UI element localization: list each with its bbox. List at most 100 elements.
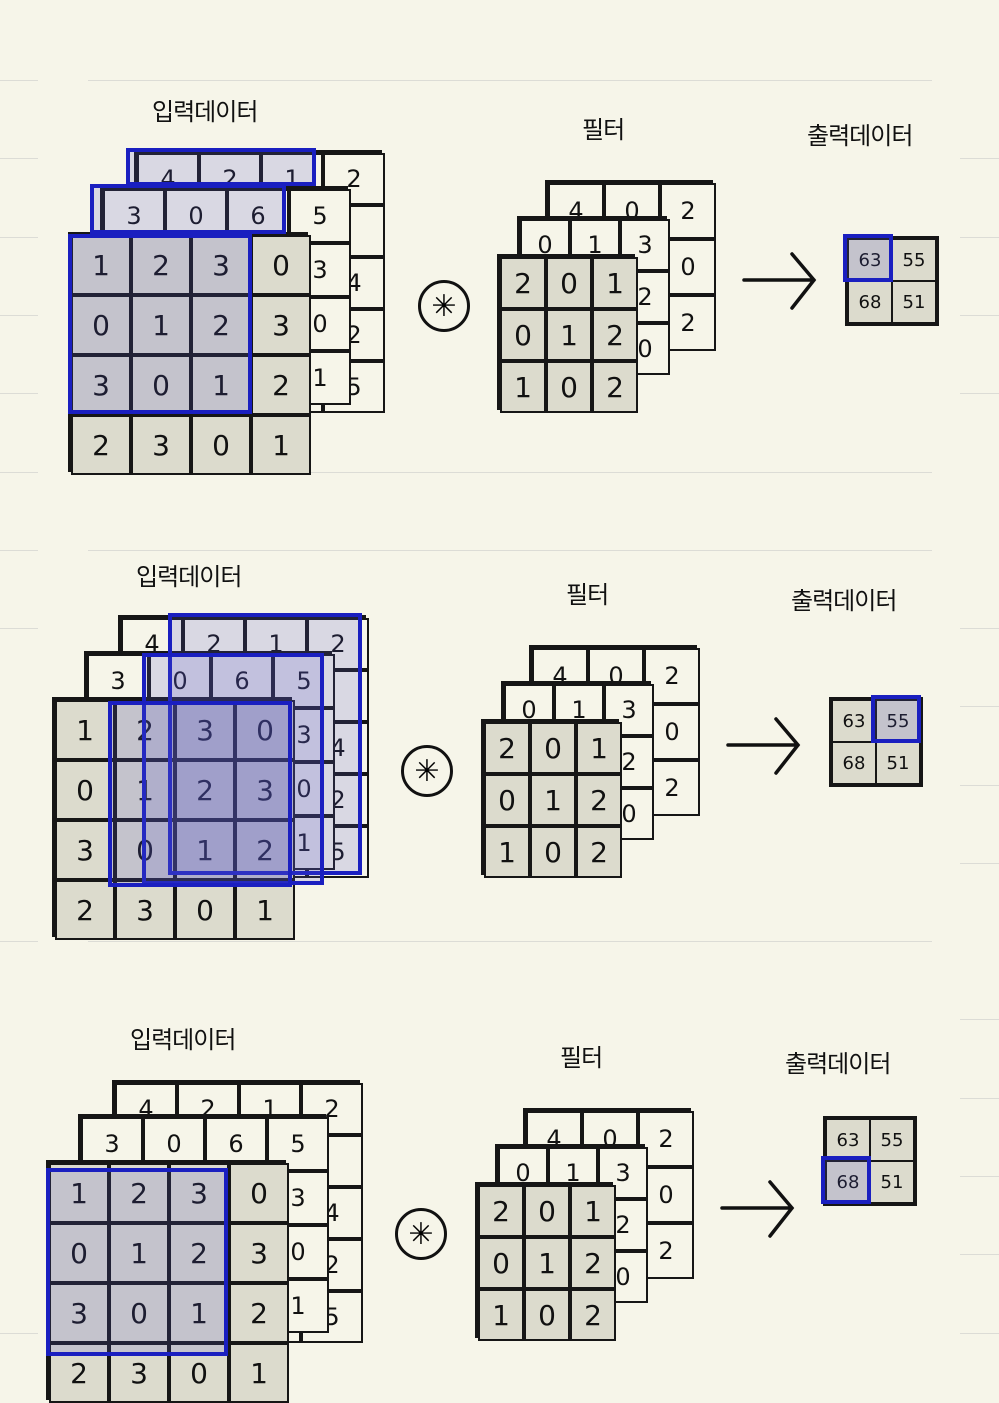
notebook-line [0,1333,38,1334]
notebook-line [0,941,38,942]
notebook-line [960,1333,999,1334]
notebook-line [0,628,38,629]
receptive-field-highlight [90,184,286,234]
convolution-operator-icon: ✳ [395,1208,447,1260]
grid-cell: 2 [500,257,546,309]
grid-cell: 0 [478,1237,524,1289]
arrow-right-icon [720,1180,795,1238]
filter-label: 필터 [560,1044,603,1072]
grid-cell: 2 [592,309,638,361]
grid-cell: 0 [524,1185,570,1237]
grid-cell: 1 [478,1289,524,1341]
grid-cell: 5 [267,1117,329,1171]
notebook-line [0,472,38,473]
grid-cell: 2 [169,1223,229,1283]
output-data-label: 출력데이터 [807,122,913,150]
grid-cell: 3 [191,235,251,295]
notebook-line [0,315,38,316]
receptive-field-highlight [68,234,252,414]
filter-label: 필터 [566,581,609,609]
grid-cell: 1 [530,774,576,826]
input-data-label: 입력데이터 [136,563,242,591]
notebook-line [0,158,38,159]
grid-cell: 2 [570,1237,616,1289]
notebook-line [960,315,999,316]
receptive-field-highlight [108,701,292,887]
notebook-line [0,550,38,551]
grid-cell: 0 [109,1283,169,1343]
grid-cell: 3 [169,1163,229,1223]
convolution-operator-icon: ✳ [401,745,453,797]
grid-cell: 2 [478,1185,524,1237]
output-cell-highlight [821,1156,871,1204]
output-cell: 51 [876,742,920,784]
grid-cell: 0 [49,1223,109,1283]
convolution-operator-icon: ✳ [418,280,470,332]
grid-cell: 0 [55,760,115,820]
grid-cell: 0 [546,361,592,413]
output-cell: 68 [832,742,876,784]
grid-cell: 2 [323,153,385,205]
output-cell-highlight [843,234,893,282]
grid-cell: 0 [500,309,546,361]
notebook-line [88,80,932,81]
output-cell: 55 [892,239,936,281]
receptive-field-highlight [46,1168,228,1356]
grid-cell: 0 [546,257,592,309]
grid-cell: 2 [55,880,115,940]
grid-cell: 2 [71,415,131,475]
grid-cell: 1 [55,700,115,760]
grid-cell: 2 [131,235,191,295]
notebook-line [960,706,999,707]
notebook-line [960,1098,999,1099]
grid-cell: 1 [251,415,311,475]
grid-cell: 1 [175,820,235,880]
grid-cell: 2 [570,1289,616,1341]
output-data-label: 출력데이터 [785,1050,891,1078]
grid-cell: 3 [71,355,131,415]
notebook-line [960,1019,999,1020]
output-cell: 51 [892,281,936,323]
grid-cell: 2 [484,722,530,774]
notebook-line [88,941,932,942]
grid-cell: 3 [131,415,191,475]
arrow-right-icon [742,252,817,310]
grid-cell: 2 [191,295,251,355]
grid-cell: 1 [49,1163,109,1223]
grid-cell: 1 [524,1237,570,1289]
grid-cell: 2 [109,1163,169,1223]
grid-cell: 0 [530,826,576,878]
grid-cell: 1 [235,880,295,940]
grid-cell: 2 [229,1283,289,1343]
grid-cell: 3 [251,295,311,355]
grid-cell: 2 [576,774,622,826]
grid-cell: 0 [175,880,235,940]
grid-cell: 2 [592,361,638,413]
grid-cell: 1 [546,309,592,361]
receptive-field-highlight [126,148,316,186]
notebook-line [0,237,38,238]
grid-cell: 1 [592,257,638,309]
input-data-label: 입력데이터 [130,1026,236,1054]
output-cell-highlight [871,695,921,743]
grid-cell: 2 [235,820,295,880]
notebook-line [960,393,999,394]
grid-cell: 1 [109,1223,169,1283]
grid-cell: 5 [289,189,351,243]
input-data-label: 입력데이터 [152,98,258,126]
grid-cell: 3 [49,1283,109,1343]
grid-cell: 3 [55,820,115,880]
notebook-line [960,863,999,864]
grid-cell: 2 [175,760,235,820]
notebook-line [960,237,999,238]
grid-cell: 3 [229,1223,289,1283]
grid-cell: 0 [484,774,530,826]
notebook-line [0,393,38,394]
